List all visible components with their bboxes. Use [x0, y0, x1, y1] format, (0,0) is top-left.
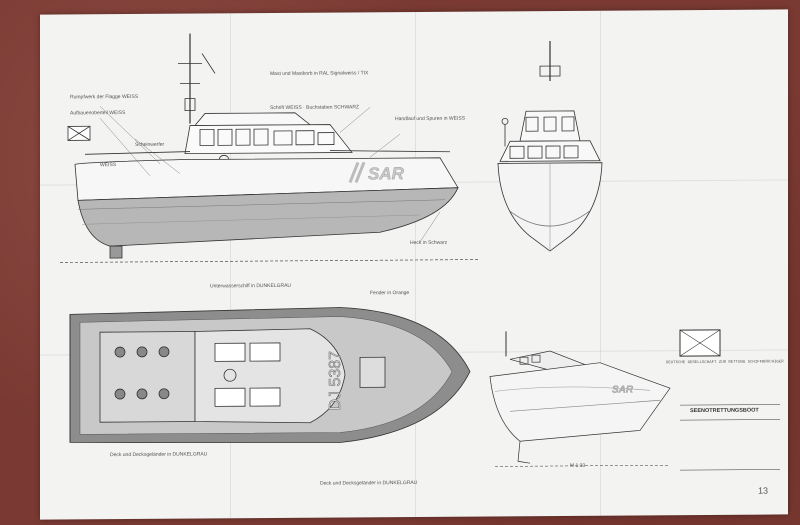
- front-view: [497, 41, 603, 252]
- label-deck-2: Deck und Decksgeländer in DUNKELGRAU: [320, 479, 418, 487]
- label-bottom: Unterwasserschiff in DUNKELGRAU: [210, 282, 292, 290]
- blueprint-drawing: SAR: [60, 33, 780, 471]
- label-cabin-roof: Aufbauenoberteil WEISS: [70, 110, 126, 117]
- label-white: WEISS: [100, 162, 117, 169]
- page-number: 13: [758, 485, 769, 496]
- side-view: [60, 33, 480, 263]
- title-society: DEUTSCHE GESELLSCHAFT ZUR RETTUNG SCHIFF…: [666, 360, 784, 366]
- label-searchlight: Scheinwerfer: [135, 141, 165, 148]
- top-view: [69, 307, 471, 443]
- label-stern: Heck in Schwarz: [410, 239, 448, 247]
- perspective-view: [489, 331, 671, 467]
- label-windows: Schrift WEISS · Buchstaben SCHWARZ: [270, 104, 360, 112]
- sar-stripes: [348, 161, 366, 183]
- title-block: [679, 329, 780, 471]
- blueprint-sheet: SAR: [40, 9, 788, 520]
- label-deck: Deck und Decksgeländer in DUNKELGRAU: [110, 451, 208, 459]
- sar-logo: SAR: [368, 164, 405, 183]
- title-type: SEENOTRETTUNGSBOOT: [690, 407, 759, 415]
- label-mast: Mast und Mastkorb in RAL Signalweiss / T…: [270, 70, 369, 78]
- hull-registration: DJ 5387: [327, 351, 344, 411]
- perspective-sar-logo: SAR: [612, 384, 634, 395]
- scale-label: M 1:33: [570, 462, 586, 469]
- label-handrail: Handlauf und Spuren in WEISS: [395, 115, 466, 123]
- label-bow-flag: Rumpfwerk der Flagge WEISS: [70, 93, 139, 101]
- label-fender: Fender in Orange: [370, 290, 410, 297]
